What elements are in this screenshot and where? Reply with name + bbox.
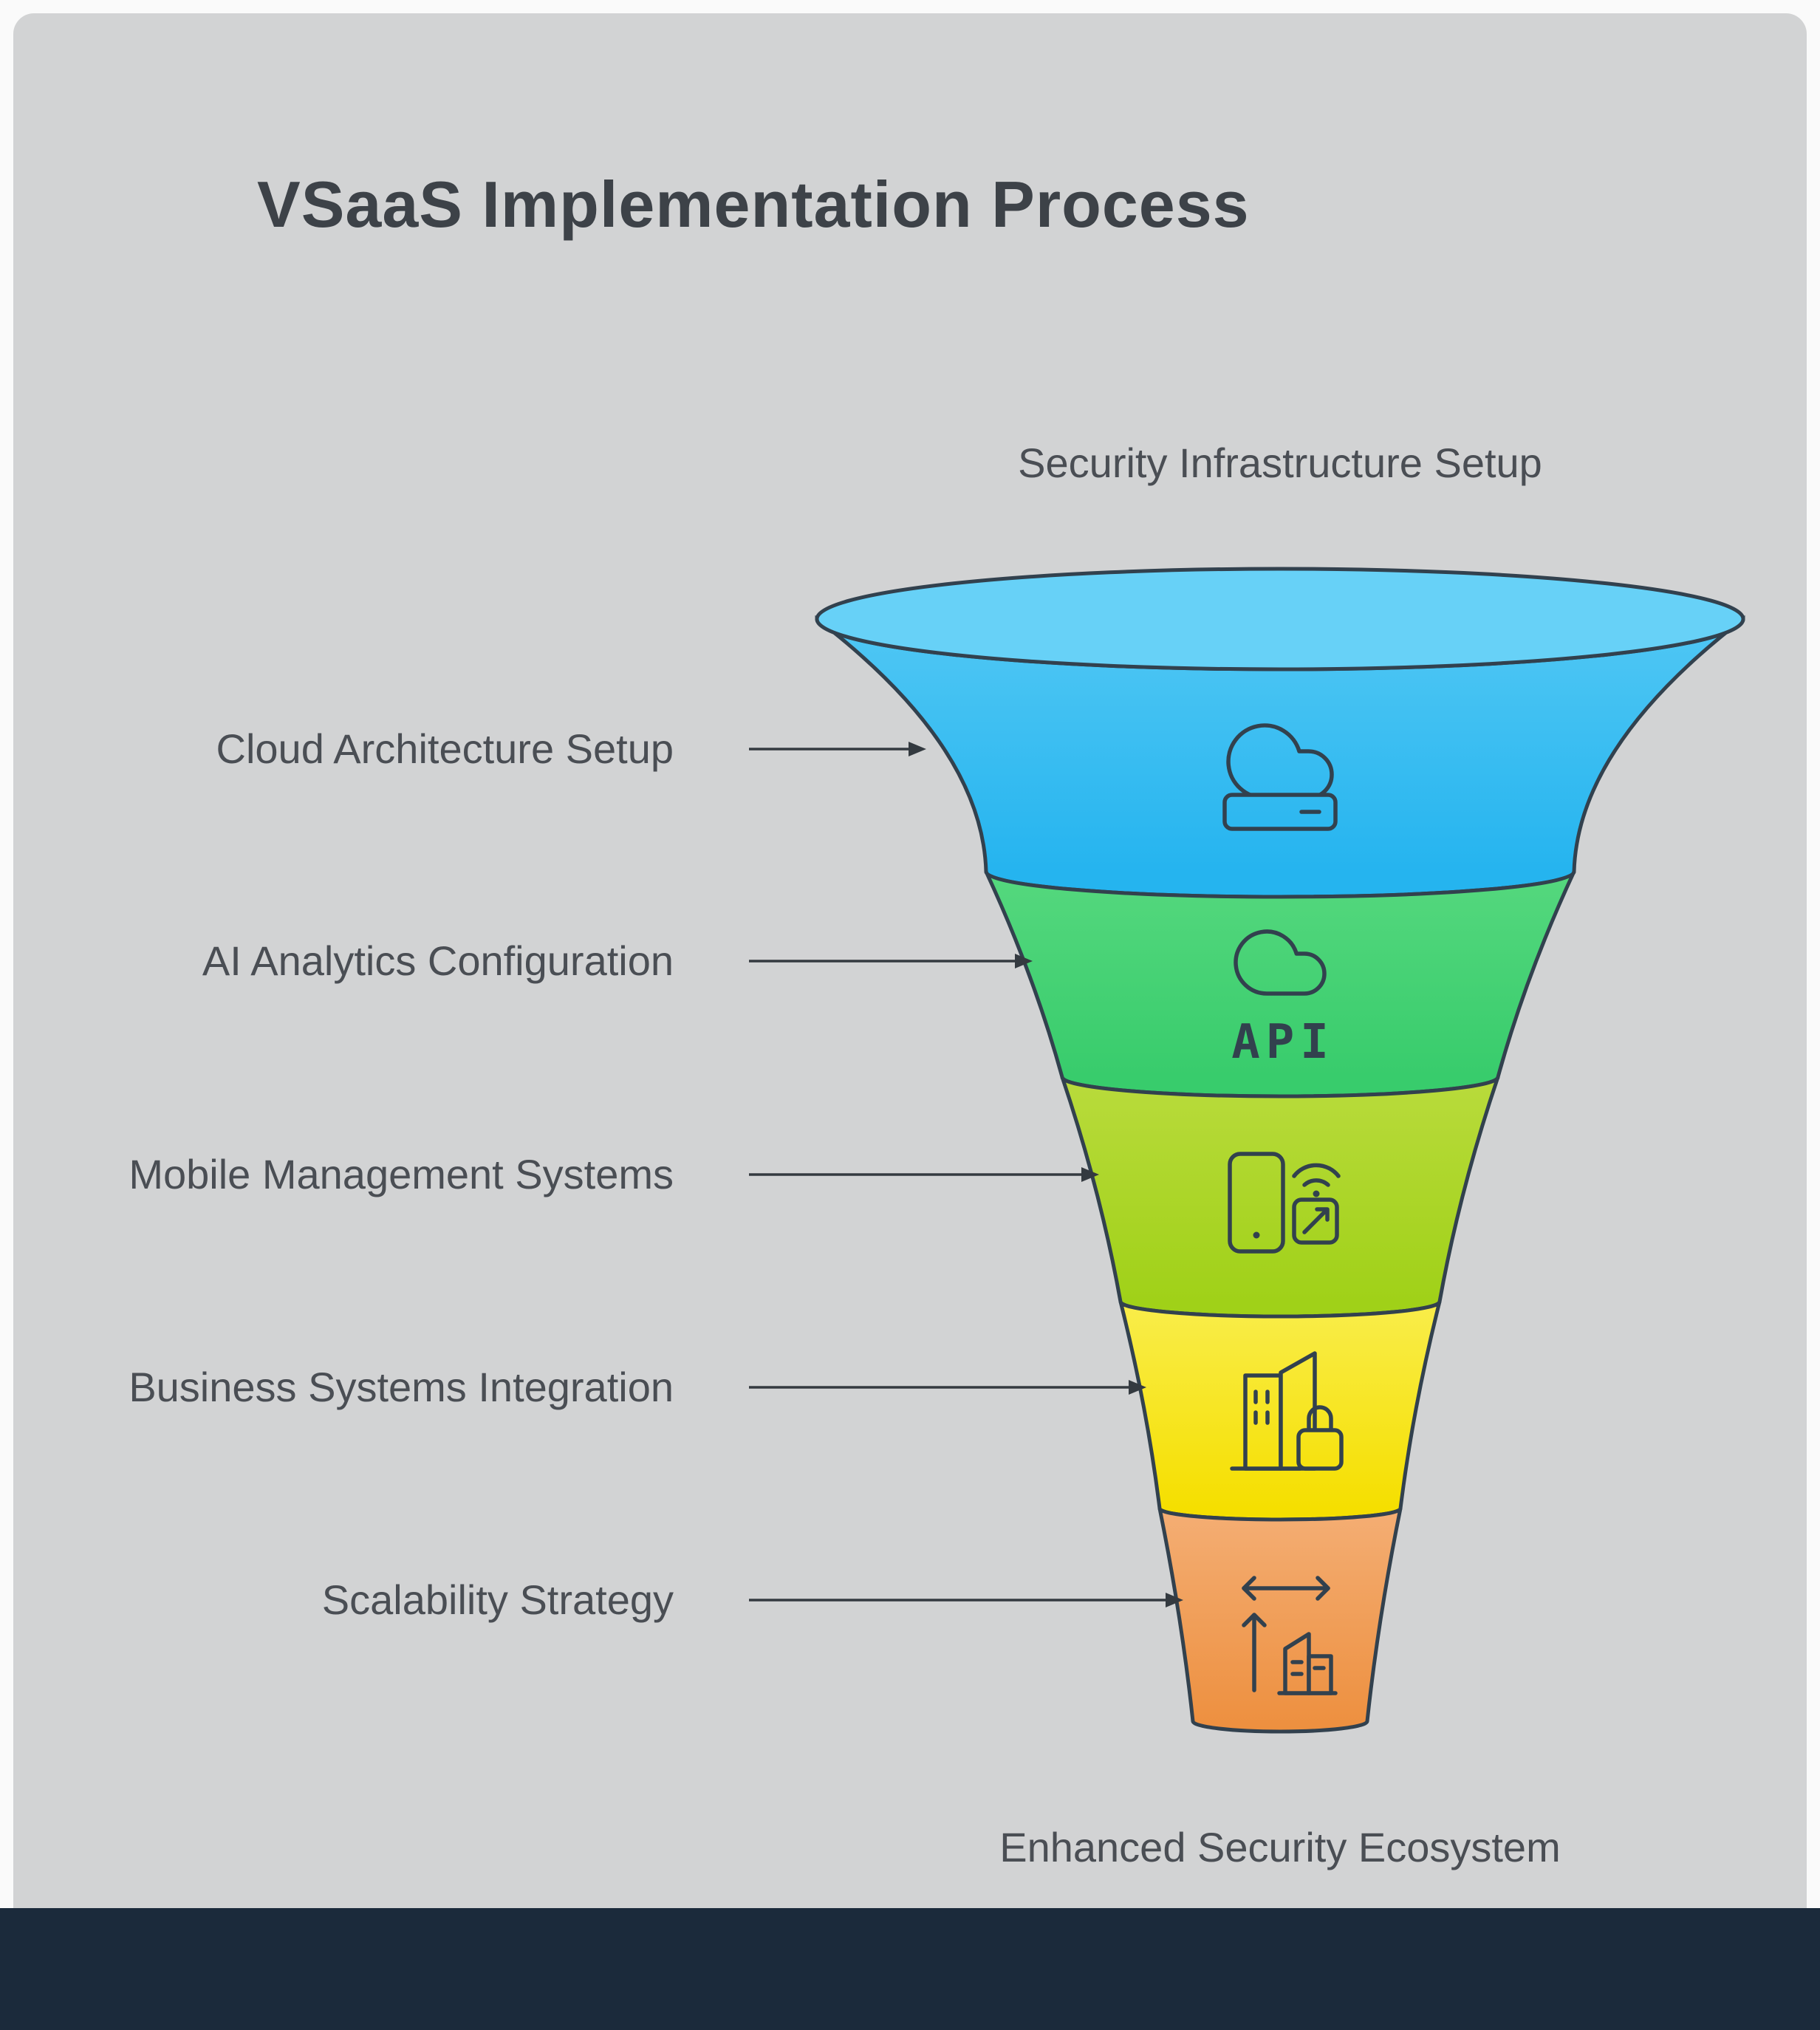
cloud-api-icon: API [1231, 932, 1335, 1070]
stage-label-ai-analytics: AI Analytics Configuration [202, 937, 674, 984]
mobile-connectivity-icon [1228, 1152, 1338, 1254]
stage-label-mobile-management: Mobile Management Systems [129, 1151, 674, 1197]
funnel-top-rim [815, 567, 1745, 671]
funnel-stage-scalability [1157, 1508, 1403, 1734]
api-label: API [1231, 1015, 1335, 1070]
funnel-input-caption: Security Infrastructure Setup [1018, 440, 1542, 486]
page-title: VSaaS Implementation Process [257, 168, 1250, 241]
stage-label-scalability: Scalability Strategy [321, 1576, 674, 1623]
stage-label-cloud-architecture: Cloud Architecture Setup [216, 725, 674, 772]
funnel-output-caption: Enhanced Security Ecosystem [999, 1824, 1561, 1870]
scalability-growth-icon [1244, 1578, 1335, 1695]
building-lock-icon [1232, 1351, 1344, 1471]
stage-label-business-integration: Business Systems Integration [129, 1364, 674, 1410]
cloud-storage-icon [1225, 725, 1335, 831]
footer-bar [0, 1908, 1820, 2030]
